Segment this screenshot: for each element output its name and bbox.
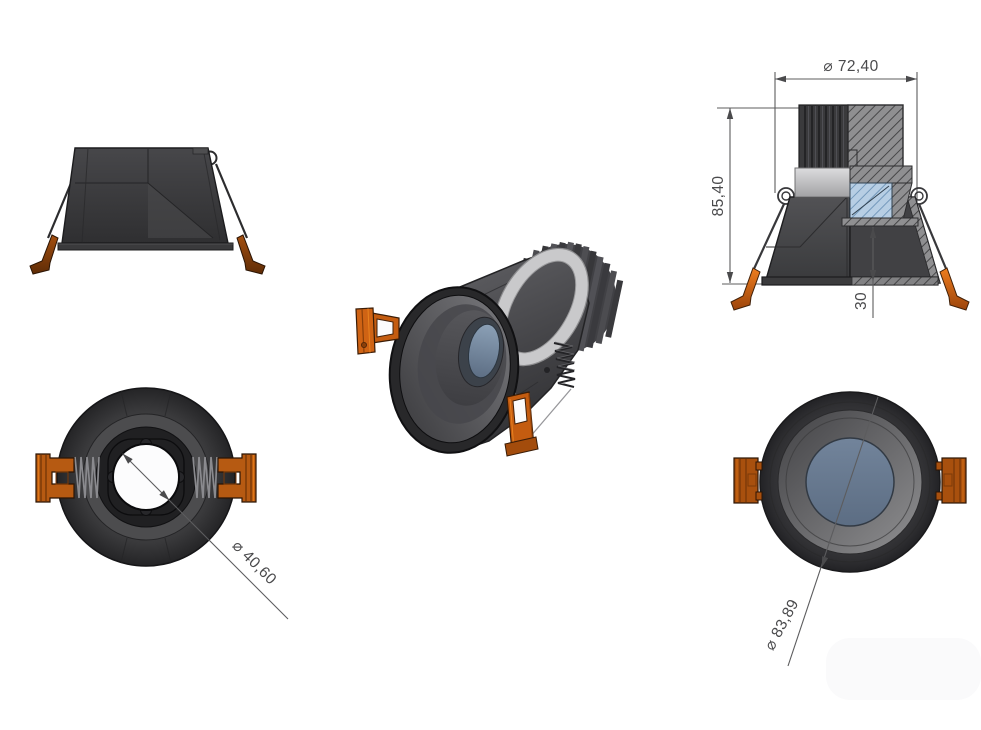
lens-iso bbox=[468, 323, 500, 379]
spring-foot-section-right bbox=[939, 267, 970, 311]
face-diameter-label: ⌀ 83,89 bbox=[762, 597, 803, 654]
overall-diameter-label: ⌀ 72,40 bbox=[823, 58, 878, 75]
collar-section bbox=[794, 167, 851, 198]
side-view bbox=[29, 147, 266, 275]
corner-shadow bbox=[826, 638, 981, 700]
mounting-bracket-right bbox=[217, 453, 257, 503]
section-view: ⌀ 72,40 85,40 30 bbox=[710, 58, 970, 318]
lens-housing-section bbox=[849, 165, 913, 184]
spring-foot-right bbox=[236, 234, 266, 275]
lens-plate-section bbox=[841, 217, 919, 227]
mounting-bracket-iso-left bbox=[355, 307, 400, 355]
trim-flange bbox=[57, 242, 234, 251]
spring-arm-right bbox=[214, 163, 249, 239]
front-view: ⌀ 83,89 bbox=[733, 391, 967, 667]
mounting-bracket-left bbox=[35, 453, 75, 503]
spring-foot-section-left bbox=[730, 267, 761, 311]
coil-spring-right bbox=[192, 456, 218, 499]
iso-view bbox=[355, 241, 624, 457]
bezel bbox=[388, 286, 520, 454]
trim-section-left bbox=[764, 196, 851, 284]
coil-spring-left bbox=[74, 456, 100, 499]
spring-foot-left bbox=[29, 234, 59, 275]
overall-height-label: 85,40 bbox=[710, 176, 727, 217]
aperture-diameter-label: ⌀ 40,60 bbox=[229, 537, 280, 588]
bottom-view: ⌀ 40,60 bbox=[35, 387, 289, 620]
mounting-bracket-iso-bottom bbox=[504, 391, 539, 457]
mounting-bracket-front-left bbox=[733, 457, 763, 504]
mounting-bracket-front-right bbox=[935, 457, 967, 504]
recess-depth-label: 30 bbox=[853, 292, 870, 310]
spring-clips-section bbox=[752, 187, 949, 272]
